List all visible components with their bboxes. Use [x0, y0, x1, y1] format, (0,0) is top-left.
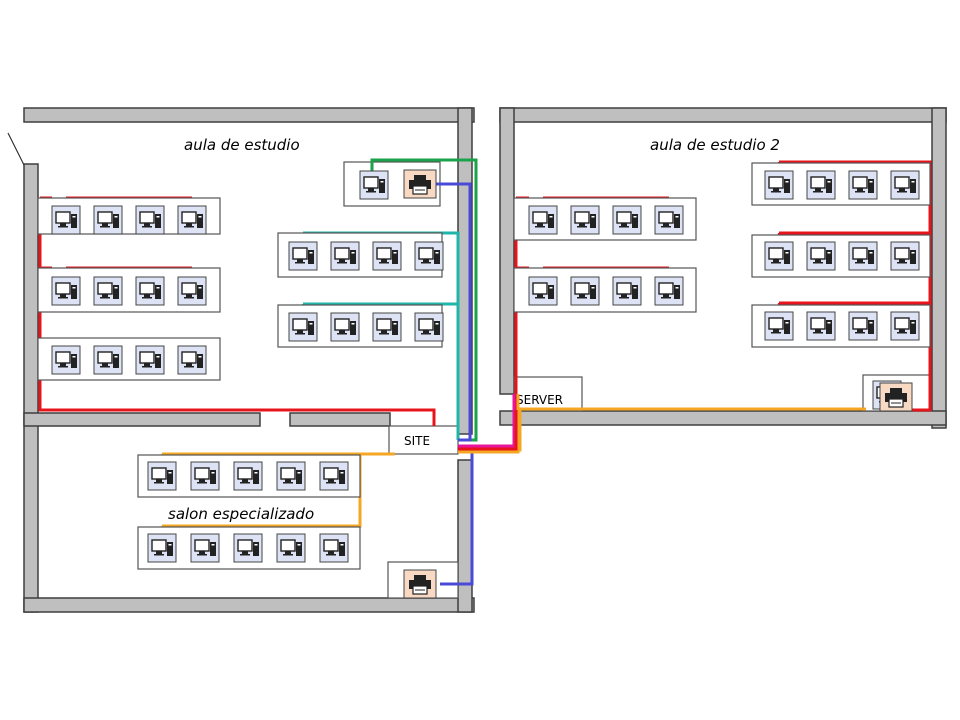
computer-icon [147, 461, 177, 491]
device-layer [51, 169, 920, 599]
computer-icon [570, 205, 600, 235]
computer-icon [51, 205, 81, 235]
printer-icon [879, 382, 913, 412]
computer-icon [372, 312, 402, 342]
computer-icon [135, 205, 165, 235]
walls-left-building [7, 107, 475, 613]
computer-icon [233, 461, 263, 491]
computer-icon [806, 170, 836, 200]
computer-icon [414, 241, 444, 271]
computer-icon [330, 241, 360, 271]
magenta-cable [458, 394, 516, 448]
computer-icon [528, 205, 558, 235]
printer-icon [403, 569, 437, 599]
computer-icon [177, 205, 207, 235]
computer-icon [51, 276, 81, 306]
computer-icon [276, 533, 306, 563]
computer-icon [93, 276, 123, 306]
room2-label: aula de estudio 2 [650, 136, 780, 154]
computer-icon [764, 311, 794, 341]
server-box [513, 376, 583, 412]
site-label: SITE [404, 434, 430, 448]
computer-icon [806, 241, 836, 271]
computer-icon [93, 205, 123, 235]
red-site-link [458, 410, 518, 451]
computer-icon [51, 345, 81, 375]
computer-icon [319, 461, 349, 491]
blue-cable-room1 [436, 182, 472, 442]
computer-icon [890, 241, 920, 271]
computer-icon [233, 533, 263, 563]
computer-icon [890, 311, 920, 341]
computer-icon [359, 170, 389, 200]
computer-icon [570, 276, 600, 306]
computer-icon [764, 241, 794, 271]
computer-icon [177, 345, 207, 375]
computer-icon [612, 205, 642, 235]
computer-icon [654, 276, 684, 306]
computer-icon [288, 241, 318, 271]
computer-icon [848, 170, 878, 200]
orange-site-server [458, 394, 520, 454]
computer-icon [147, 533, 177, 563]
server-label: SERVER [516, 393, 563, 407]
computer-icon [806, 311, 836, 341]
computer-icon [330, 312, 360, 342]
computer-icon [177, 276, 207, 306]
computer-icon [764, 170, 794, 200]
printer-icon [403, 169, 437, 199]
computer-icon [890, 170, 920, 200]
room3-label: salon especializado [168, 505, 314, 523]
room1-label: aula de estudio [184, 136, 300, 154]
computer-icon [190, 533, 220, 563]
computer-icon [848, 311, 878, 341]
computer-icon [612, 276, 642, 306]
computer-icon [276, 461, 306, 491]
room2-red-trunk-right [905, 160, 932, 412]
computer-icon [135, 345, 165, 375]
computer-icon [190, 461, 220, 491]
computer-icon [135, 276, 165, 306]
site-box [388, 425, 459, 455]
walls-right-building [499, 107, 947, 429]
computer-icon [654, 205, 684, 235]
computer-icon [288, 312, 318, 342]
computer-icon [372, 241, 402, 271]
computer-icon [414, 312, 444, 342]
computer-icon [319, 533, 349, 563]
computer-icon [93, 345, 123, 375]
computer-icon [848, 241, 878, 271]
computer-icon [528, 276, 558, 306]
